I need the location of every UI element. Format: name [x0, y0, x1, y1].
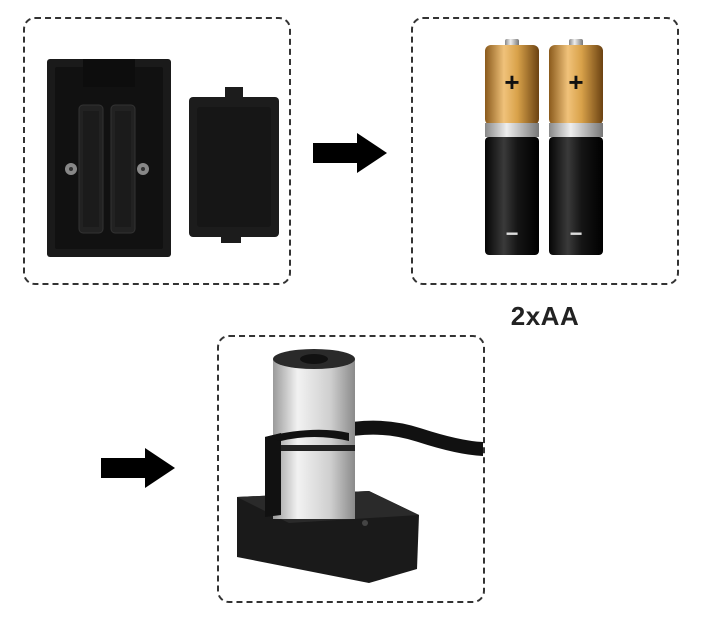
- arrow-right-icon: [313, 133, 387, 173]
- battery-2-negative: −: [570, 221, 583, 246]
- battery-1-positive: +: [504, 67, 519, 97]
- device-panel: [217, 335, 485, 603]
- smoke-infuser-device-image: [237, 349, 483, 583]
- batteries-panel: + + − −: [411, 17, 679, 285]
- battery-2-positive: +: [568, 67, 583, 97]
- battery-1-negative: −: [506, 221, 519, 246]
- battery-compartment-image: [47, 59, 279, 257]
- arrow-right-icon: [101, 448, 175, 488]
- battery-count-label: 2xAA: [510, 301, 580, 331]
- aa-batteries-image: + + − −: [485, 39, 603, 255]
- battery-compartment-panel: [23, 17, 291, 285]
